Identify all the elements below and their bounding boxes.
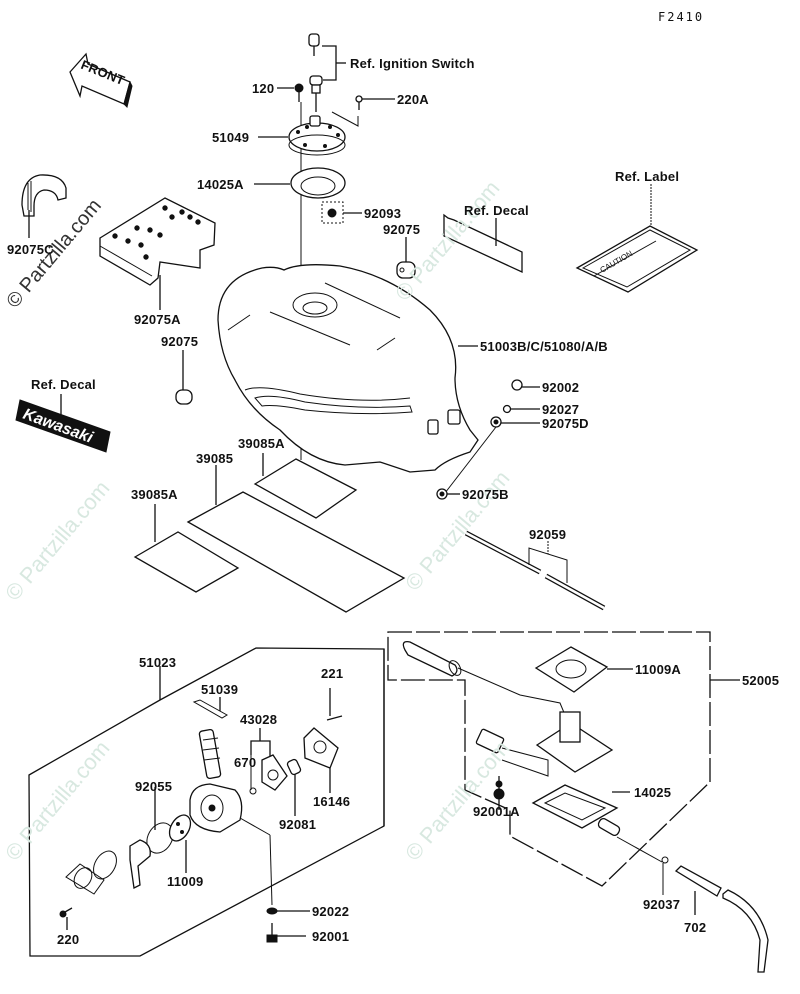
callout-51049[interactable]: 51049 — [212, 130, 250, 145]
callout-92075d[interactable]: 92075D — [542, 416, 589, 431]
callout-ref-decal-top[interactable]: Ref. Decal — [464, 203, 529, 218]
pads-39085-icon — [133, 453, 406, 613]
callout-120[interactable]: 120 — [252, 81, 275, 96]
callout-92001[interactable]: 92001 — [312, 929, 350, 944]
callout-92002[interactable]: 92002 — [542, 380, 580, 395]
fuel-tank-icon — [217, 264, 479, 473]
screw-220a-icon — [331, 95, 395, 127]
caution-label-icon: CAUTION — [575, 184, 699, 293]
callout-702[interactable]: 702 — [684, 920, 707, 935]
callout-52005[interactable]: 52005 — [742, 673, 780, 688]
callout-92075b[interactable]: 92075B — [462, 487, 509, 502]
fuel-cock-body-icon — [189, 728, 273, 906]
kawasaki-decal-icon: Kawasaki — [15, 394, 111, 453]
callout-92075-left[interactable]: 92075 — [161, 334, 199, 349]
damper-92075-icon — [396, 237, 416, 279]
callout-39085a-left[interactable]: 39085A — [131, 487, 178, 502]
front-arrow-icon — [69, 52, 133, 108]
callout-221[interactable]: 221 — [321, 666, 344, 681]
callout-220[interactable]: 220 — [57, 932, 80, 947]
callout-92093[interactable]: 92093 — [364, 206, 402, 221]
callout-11009a[interactable]: 11009A — [635, 662, 682, 677]
bracket-92075c-icon — [21, 174, 67, 238]
fuel-cap-51049-icon — [258, 115, 346, 156]
part-92093-icon — [321, 201, 362, 224]
washer-bolt-92022-92001-icon — [266, 907, 310, 943]
callout-51039[interactable]: 51039 — [201, 682, 239, 697]
fuel-sender-outline — [383, 631, 740, 887]
damper-92075-left-icon — [175, 350, 193, 405]
callout-14025[interactable]: 14025 — [634, 785, 672, 800]
callout-670[interactable]: 670 — [234, 755, 257, 770]
diaphragm-parts-icon — [249, 688, 343, 816]
callout-92055[interactable]: 92055 — [135, 779, 173, 794]
pad-92075a-icon — [99, 197, 216, 310]
callout-92001a[interactable]: 92001A — [473, 804, 520, 819]
fuel-sender-parts-icon — [402, 641, 769, 973]
callout-92059[interactable]: 92059 — [529, 527, 567, 542]
callout-39085a-top[interactable]: 39085A — [238, 436, 285, 451]
oring-51039-icon — [192, 697, 228, 719]
callout-220a[interactable]: 220A — [397, 92, 429, 107]
callout-14025a[interactable]: 14025A — [197, 177, 244, 192]
callout-92075c[interactable]: 92075C — [7, 242, 54, 257]
ignition-key-icon — [308, 33, 346, 112]
callout-43028[interactable]: 43028 — [240, 712, 278, 727]
callout-ref-label[interactable]: Ref. Label — [615, 169, 680, 184]
callout-ref-ignition-switch[interactable]: Ref. Ignition Switch — [350, 56, 475, 71]
callout-39085[interactable]: 39085 — [196, 451, 234, 466]
gasket-14025a-icon — [254, 167, 346, 199]
callout-51003[interactable]: 51003B/C/51080/A/B — [480, 339, 608, 354]
callout-92022[interactable]: 92022 — [312, 904, 350, 919]
fasteners-92002-92027-92075d-icon — [436, 379, 540, 500]
callout-51023[interactable]: 51023 — [139, 655, 177, 670]
callout-11009[interactable]: 11009 — [167, 874, 204, 889]
callout-ref-decal-left[interactable]: Ref. Decal — [31, 377, 96, 392]
callout-92075a[interactable]: 92075A — [134, 312, 181, 327]
callout-16146[interactable]: 16146 — [313, 794, 351, 809]
callout-92037[interactable]: 92037 — [643, 897, 681, 912]
callout-92027[interactable]: 92027 — [542, 402, 580, 417]
callout-92081[interactable]: 92081 — [279, 817, 317, 832]
decal-strip-icon — [443, 213, 523, 274]
rod-92059-icon — [464, 530, 606, 611]
fuel-cock-lever-parts-icon — [59, 787, 192, 930]
kawasaki-text: Kawasaki — [21, 406, 96, 447]
figure-code: F2410 — [658, 10, 705, 24]
callout-92075-top[interactable]: 92075 — [383, 222, 421, 237]
